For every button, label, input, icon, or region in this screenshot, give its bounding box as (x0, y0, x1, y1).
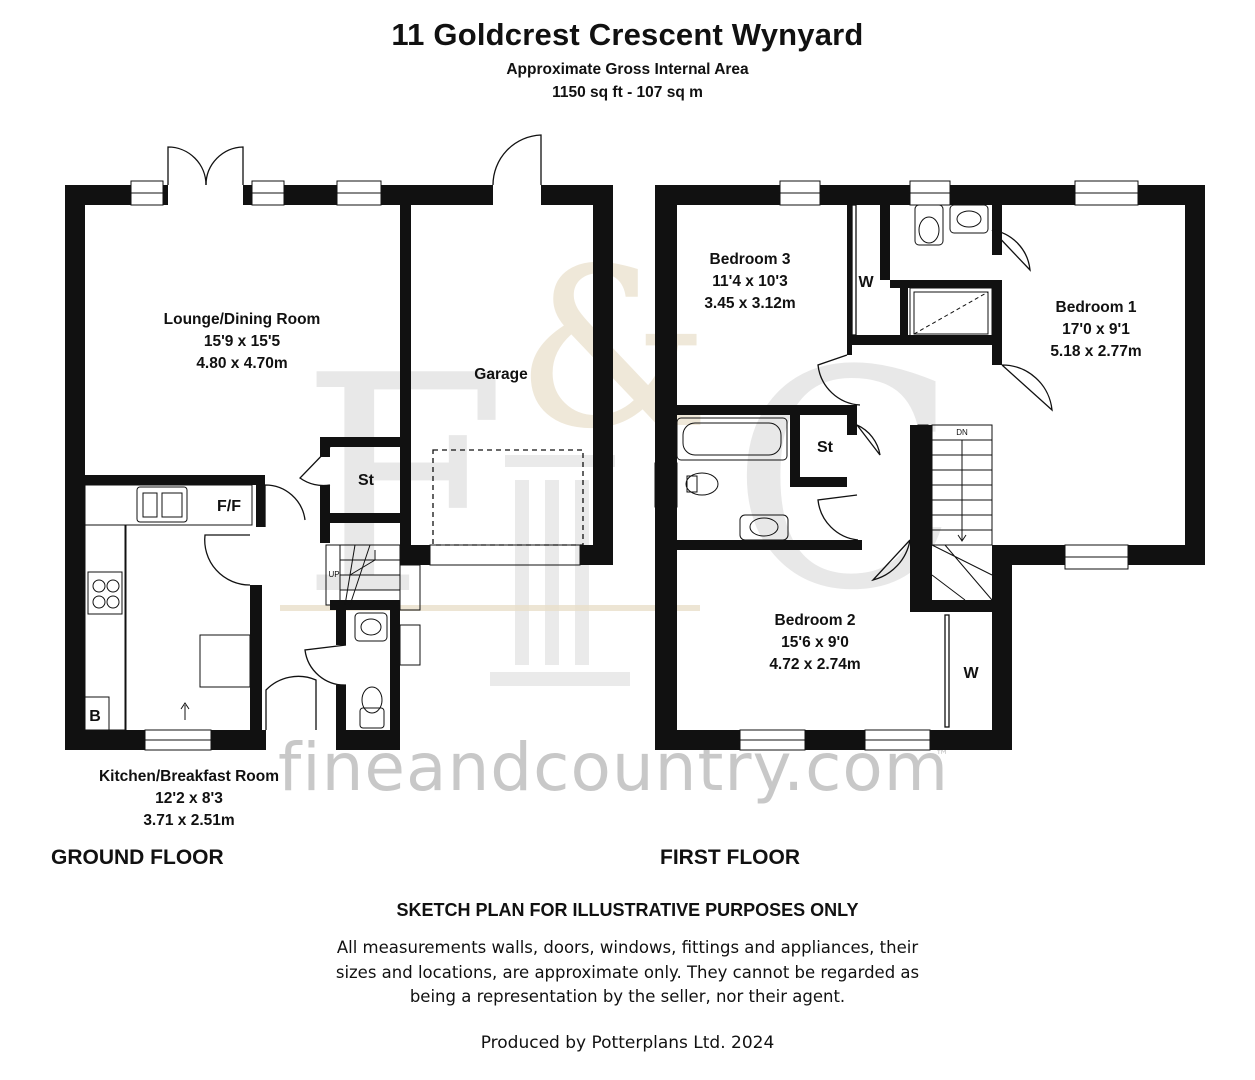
bedroom3-metric: 3.45 x 3.12m (704, 295, 795, 312)
ground-floor-labels: Lounge/Dining Room 15'9 x 15'5 4.80 x 4.… (89, 311, 528, 829)
boiler-label: B (89, 708, 101, 725)
bedroom1-imperial: 17'0 x 9'1 (1062, 321, 1130, 338)
bedroom1-name: Bedroom 1 (1056, 299, 1137, 316)
bedroom2-metric: 4.72 x 2.74m (769, 656, 860, 673)
plan-subtitle-size: 1150 sq ft - 107 sq m (552, 84, 703, 101)
wardrobe2-label: W (963, 665, 979, 682)
stairs-up-label: UP (328, 570, 339, 579)
plan-title: 11 Goldcrest Crescent Wynyard (391, 17, 864, 52)
ground-floor-stairs (325, 544, 401, 606)
disclaimer-line-2: sizes and locations, are approximate onl… (335, 962, 920, 982)
watermark-trademark: ™ (935, 748, 949, 764)
ground-floor-label: GROUND FLOOR (51, 846, 224, 869)
disclaimer-line-1: All measurements walls, doors, windows, … (336, 938, 919, 957)
kitchen-imperial: 12'2 x 8'3 (155, 790, 223, 807)
first-floor-label: FIRST FLOOR (660, 846, 800, 869)
first-floor-walls (655, 185, 1205, 750)
lounge-imperial: 15'9 x 15'5 (204, 333, 281, 350)
first-floor-doors (817, 204, 1053, 728)
first-floor-fittings (676, 204, 993, 541)
disclaimer-text: All measurements walls, doors, windows, … (290, 936, 965, 1010)
first-floor-windows (654, 180, 1139, 751)
ground-floor-windows (130, 180, 581, 751)
bedroom3-imperial: 11'4 x 10'3 (712, 273, 788, 290)
garage-name: Garage (474, 366, 528, 383)
kitchen-metric: 3.71 x 2.51m (143, 812, 234, 829)
kitchen-name: Kitchen/Breakfast Room (99, 768, 279, 785)
bedroom2-imperial: 15'6 x 9'0 (781, 634, 849, 651)
disclaimer-line-3: being a representation by the seller, no… (409, 987, 846, 1006)
stairs-down-label: DN (956, 428, 968, 437)
fridge-freezer-label: F/F (217, 498, 241, 515)
kitchen-fittings (84, 484, 253, 731)
ground-wc-fittings (354, 612, 388, 729)
bedroom3-name: Bedroom 3 (710, 251, 791, 268)
bedroom2-name: Bedroom 2 (775, 612, 856, 629)
first-floor-stairs (917, 424, 993, 601)
plan-subtitle-area: Approximate Gross Internal Area (506, 61, 749, 78)
first-store-label: St (817, 439, 834, 456)
first-floor-labels: Bedroom 3 11'4 x 10'3 3.45 x 3.12m W Bed… (704, 251, 1141, 682)
wardrobe3-label: W (858, 274, 874, 291)
ground-floor-doors (167, 134, 584, 730)
lounge-metric: 4.80 x 4.70m (196, 355, 287, 372)
bedroom1-metric: 5.18 x 2.77m (1050, 343, 1141, 360)
producer-credit: Produced by Potterplans Ltd. 2024 (480, 1033, 775, 1053)
disclaimer-heading: SKETCH PLAN FOR ILLUSTRATIVE PURPOSES ON… (396, 900, 859, 920)
lounge-name: Lounge/Dining Room (164, 311, 321, 328)
ground-store-label: St (358, 472, 375, 489)
